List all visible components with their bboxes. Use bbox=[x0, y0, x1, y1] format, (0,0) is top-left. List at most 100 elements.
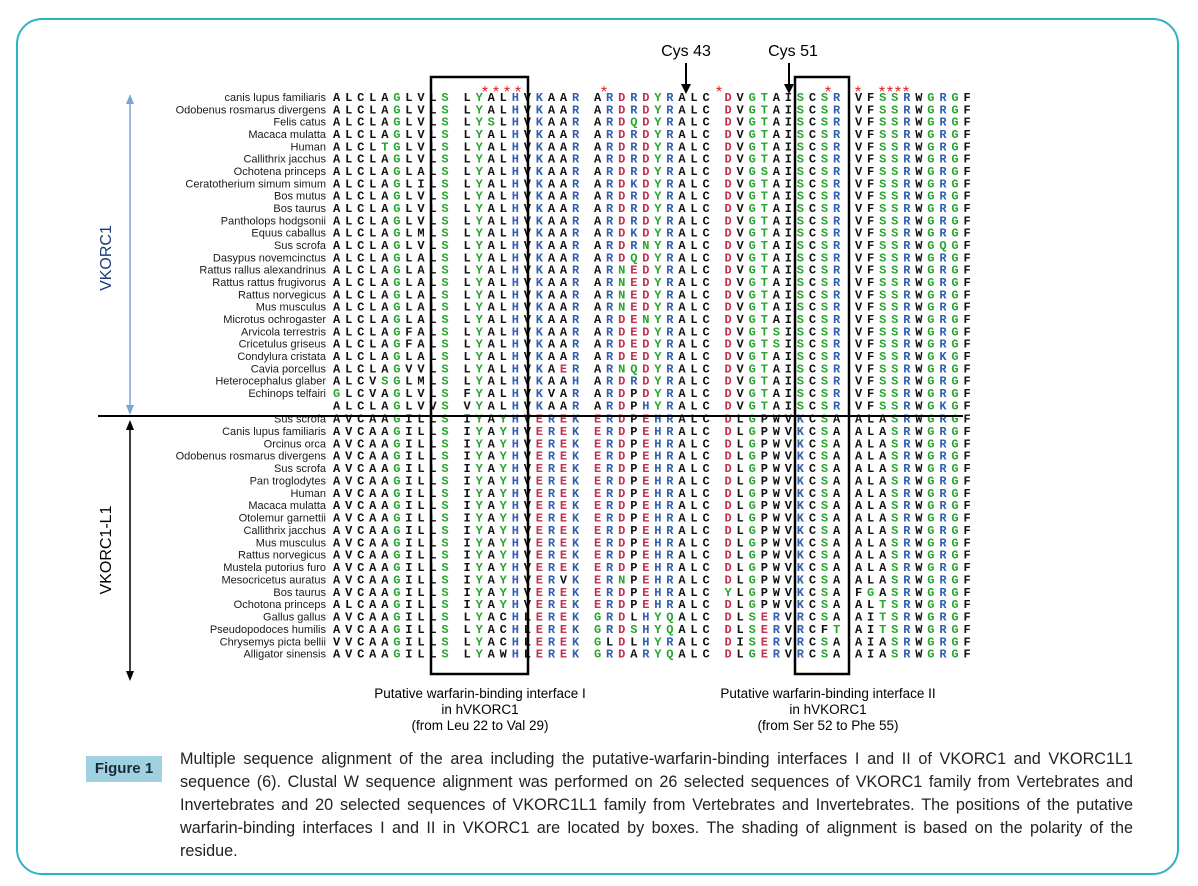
residue: D bbox=[642, 227, 649, 241]
residue: C bbox=[357, 276, 364, 290]
residue: R bbox=[833, 251, 841, 265]
residue: R bbox=[666, 202, 674, 216]
residue: K bbox=[536, 375, 544, 389]
residue: A bbox=[333, 128, 341, 142]
residue: A bbox=[488, 462, 496, 476]
residue: A bbox=[333, 512, 341, 526]
residue: D bbox=[725, 103, 732, 117]
residue: R bbox=[572, 313, 580, 327]
residue: S bbox=[891, 462, 898, 476]
residue: A bbox=[879, 586, 887, 600]
residue: D bbox=[618, 561, 625, 575]
residue: D bbox=[642, 387, 649, 401]
residue: I bbox=[405, 450, 412, 464]
residue: I bbox=[867, 611, 874, 625]
residue: Y bbox=[500, 474, 508, 488]
residue: A bbox=[333, 623, 341, 637]
residue: H bbox=[512, 549, 519, 563]
residue: R bbox=[572, 251, 580, 265]
residue: T bbox=[761, 264, 768, 278]
interface-1-caption: Putative warfarin-binding interface I bbox=[374, 686, 586, 701]
residue: L bbox=[429, 227, 436, 241]
residue: G bbox=[927, 598, 934, 612]
residue: R bbox=[630, 202, 638, 216]
residue: A bbox=[333, 561, 341, 575]
residue: A bbox=[594, 91, 602, 105]
residue: K bbox=[572, 474, 580, 488]
residue: R bbox=[939, 549, 947, 563]
residue: L bbox=[429, 301, 436, 315]
residue: A bbox=[548, 276, 556, 290]
residue: F bbox=[867, 165, 874, 179]
residue: S bbox=[441, 251, 448, 265]
residue: L bbox=[417, 524, 424, 538]
residue: R bbox=[939, 227, 947, 241]
residue: P bbox=[630, 561, 637, 575]
residue: N bbox=[618, 573, 625, 587]
residue: I bbox=[785, 177, 792, 191]
residue: L bbox=[429, 338, 436, 352]
residue: V bbox=[855, 227, 863, 241]
residue: A bbox=[879, 425, 887, 439]
residue: P bbox=[761, 561, 768, 575]
residue: I bbox=[464, 450, 471, 464]
residue: R bbox=[903, 313, 911, 327]
residue: G bbox=[951, 387, 958, 401]
residue: A bbox=[594, 227, 602, 241]
residue: R bbox=[606, 325, 614, 339]
residue: V bbox=[785, 536, 793, 550]
residue: F bbox=[964, 214, 971, 228]
residue: E bbox=[536, 536, 543, 550]
residue: G bbox=[749, 350, 756, 364]
residue: E bbox=[630, 313, 637, 327]
residue: I bbox=[785, 103, 792, 117]
residue: G bbox=[393, 425, 400, 439]
residue: D bbox=[725, 190, 732, 204]
residue: S bbox=[441, 239, 448, 253]
residue: G bbox=[393, 375, 400, 389]
residue: V bbox=[855, 91, 863, 105]
residue: W bbox=[915, 549, 923, 563]
residue: R bbox=[548, 450, 556, 464]
residue: V bbox=[855, 140, 863, 154]
residue: L bbox=[345, 116, 352, 130]
residue: L bbox=[417, 586, 424, 600]
residue: R bbox=[666, 487, 674, 501]
residue: R bbox=[548, 474, 556, 488]
residue: L bbox=[464, 301, 471, 315]
residue: H bbox=[512, 350, 519, 364]
residue: C bbox=[357, 635, 364, 649]
residue: E bbox=[642, 561, 649, 575]
residue: A bbox=[833, 549, 841, 563]
residue: S bbox=[441, 462, 448, 476]
residue: A bbox=[594, 338, 602, 352]
residue: L bbox=[429, 635, 436, 649]
residue: A bbox=[678, 276, 686, 290]
residue: E bbox=[536, 524, 543, 538]
species-label: Odobenus rosmarus divergens bbox=[176, 451, 327, 463]
residue: W bbox=[915, 288, 923, 302]
residue: V bbox=[855, 239, 863, 253]
residue: A bbox=[548, 190, 556, 204]
residue: L bbox=[345, 264, 352, 278]
residue: Y bbox=[476, 202, 484, 216]
residue: R bbox=[666, 91, 674, 105]
residue: S bbox=[441, 399, 448, 413]
species-label: Echinops telfairi bbox=[248, 388, 326, 400]
residue: A bbox=[488, 350, 496, 364]
residue: Y bbox=[476, 128, 484, 142]
residue: Q bbox=[666, 611, 673, 625]
residue: V bbox=[405, 362, 413, 376]
residue: R bbox=[548, 536, 556, 550]
residue: S bbox=[821, 362, 828, 376]
residue: D bbox=[725, 487, 732, 501]
residue: C bbox=[357, 350, 364, 364]
residue: G bbox=[393, 611, 400, 625]
residue: S bbox=[891, 487, 898, 501]
residue: F bbox=[964, 635, 971, 649]
residue: A bbox=[833, 586, 841, 600]
residue: R bbox=[903, 103, 911, 117]
residue: A bbox=[594, 202, 602, 216]
